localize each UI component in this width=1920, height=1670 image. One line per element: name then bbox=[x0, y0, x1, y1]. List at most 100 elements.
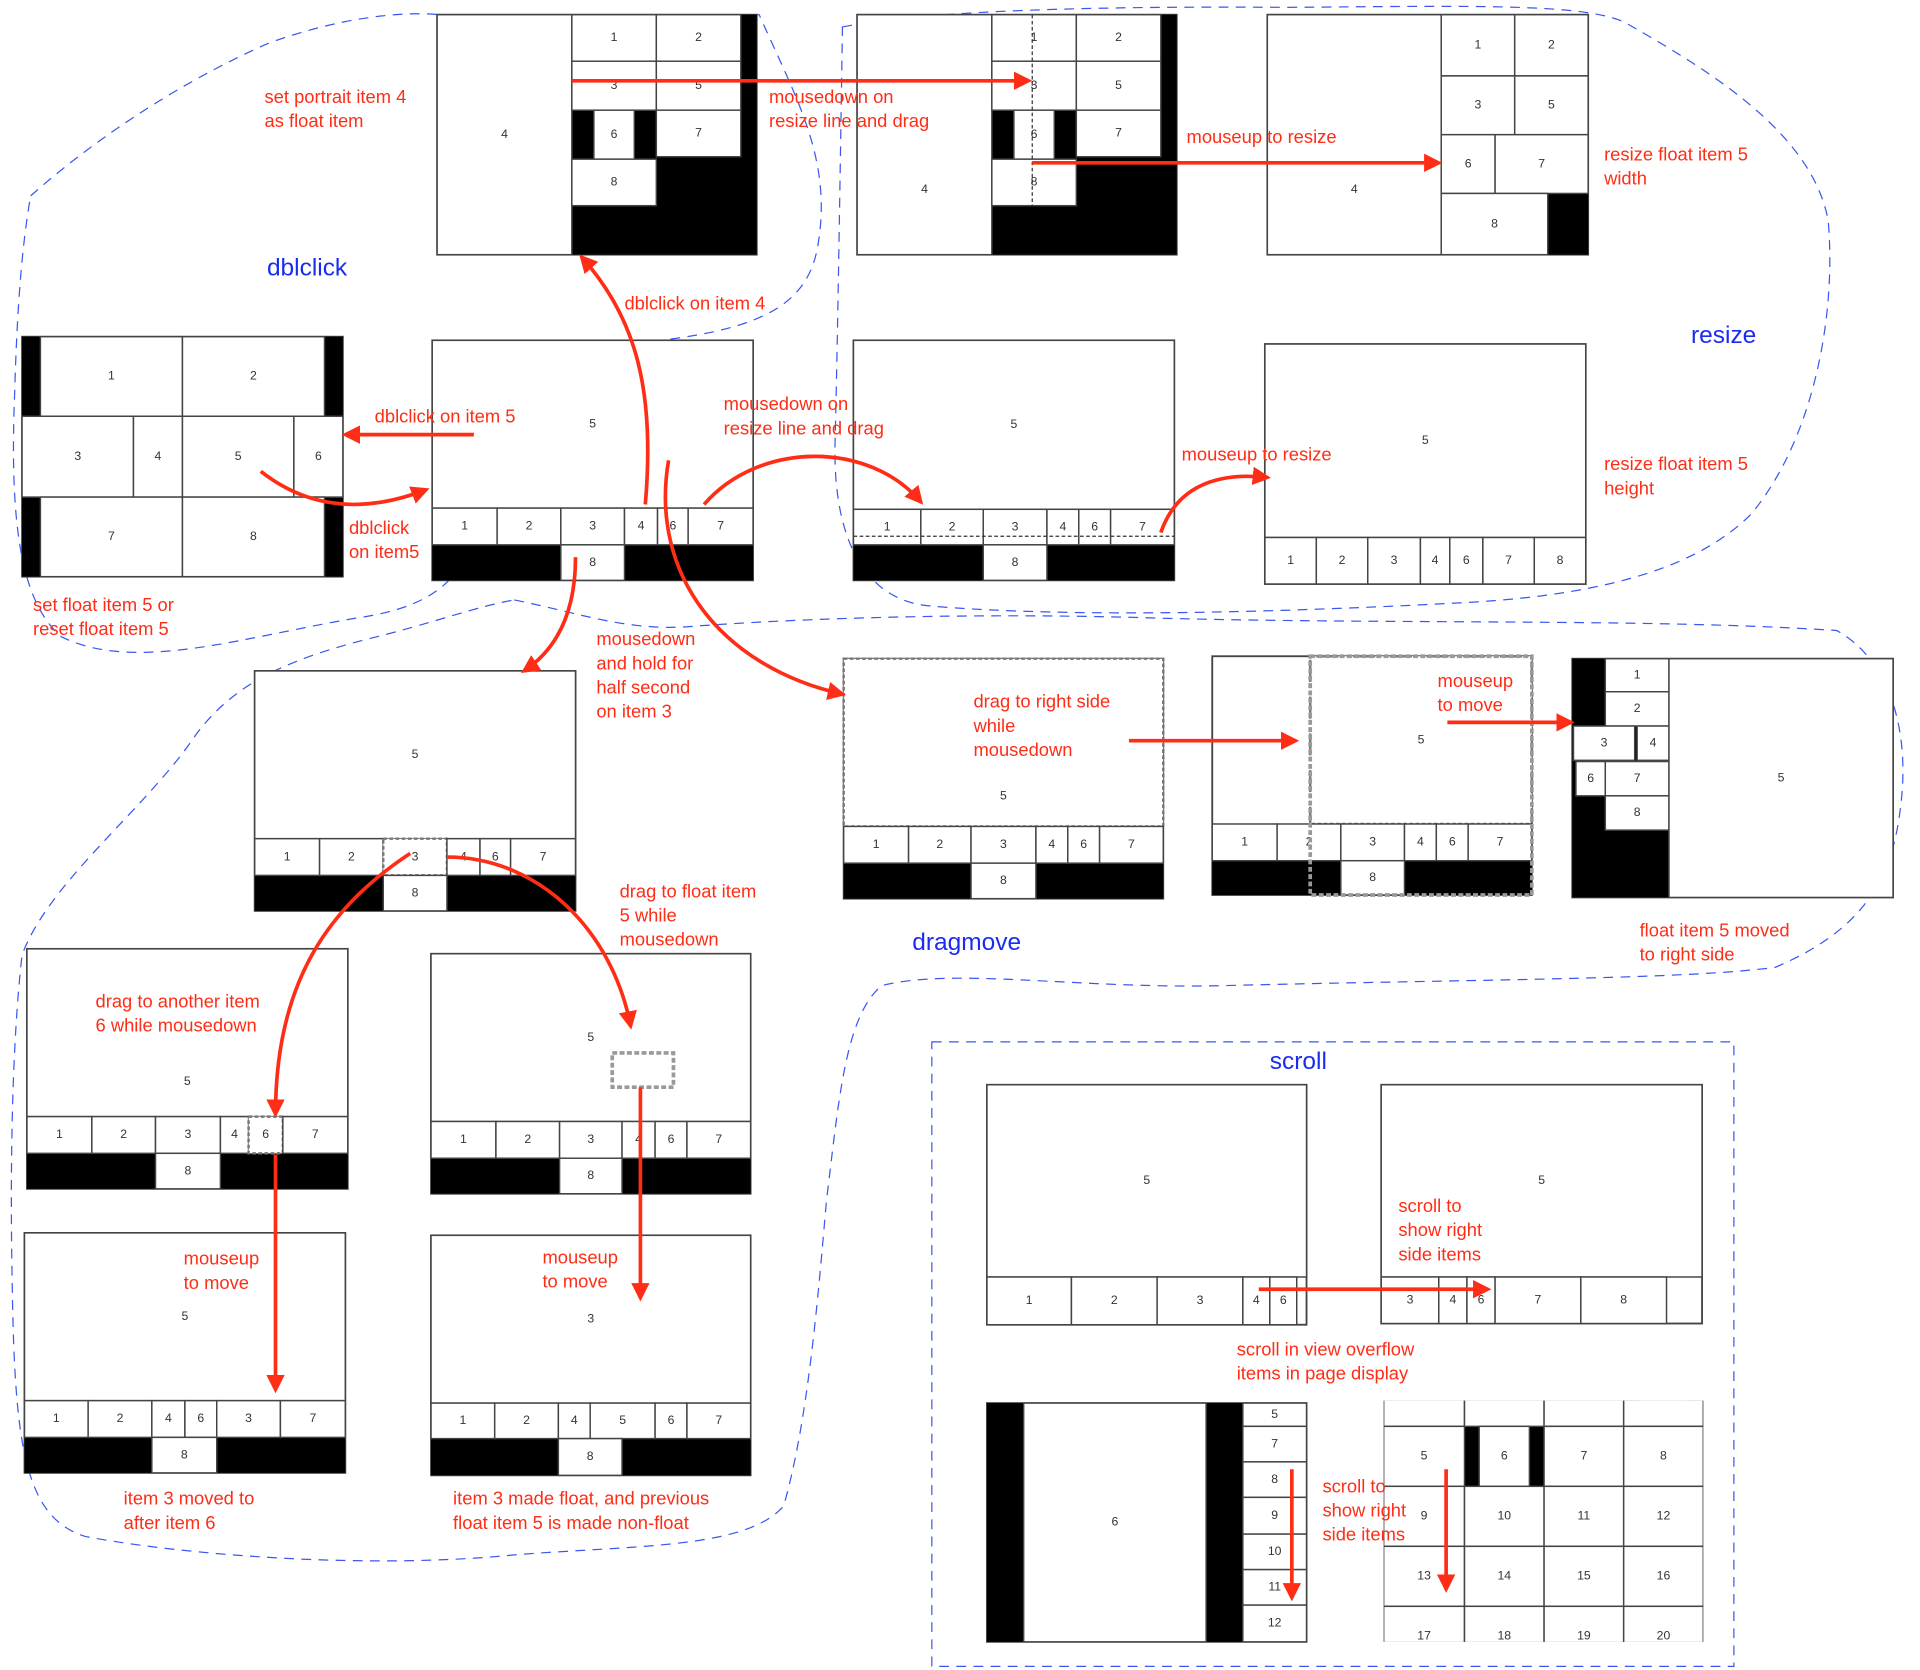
layout-item[interactable]: 7 bbox=[509, 837, 577, 877]
layout-item[interactable]: 4 bbox=[1266, 13, 1442, 256]
layout-item[interactable]: 3 bbox=[571, 60, 658, 111]
layout-item[interactable]: 3 bbox=[154, 1115, 222, 1155]
layout-item[interactable]: 6 bbox=[1575, 760, 1607, 797]
layout-item[interactable]: 1 bbox=[430, 1120, 497, 1159]
layout-item[interactable]: 1 bbox=[430, 1402, 496, 1440]
layout-item[interactable]: 3 bbox=[1543, 1366, 1625, 1428]
layout-item[interactable]: 6 bbox=[247, 1115, 285, 1155]
layout-item[interactable]: 2 bbox=[1604, 691, 1670, 727]
layout-item[interactable]: 5 bbox=[431, 339, 754, 509]
layout-item[interactable]: 8 bbox=[154, 1152, 222, 1190]
layout-item[interactable]: 1 bbox=[431, 507, 498, 546]
layout-item[interactable]: 13 bbox=[1383, 1545, 1466, 1608]
layout-item[interactable]: 5 bbox=[1383, 1425, 1466, 1488]
layout-item[interactable]: 5 bbox=[852, 339, 1176, 511]
layout-item[interactable]: 7 bbox=[1467, 823, 1533, 862]
layout-item[interactable]: 7 bbox=[1242, 1425, 1308, 1463]
layout-item[interactable]: 3 bbox=[1340, 823, 1406, 862]
layout-item[interactable]: 6 bbox=[1078, 508, 1112, 546]
layout-item[interactable]: 1 bbox=[1440, 13, 1516, 77]
layout-item[interactable]: 4 bbox=[1046, 508, 1080, 546]
layout-item[interactable]: 3 bbox=[982, 508, 1048, 546]
layout-item[interactable]: 19 bbox=[1543, 1605, 1625, 1666]
layout-item[interactable]: 5 bbox=[253, 670, 577, 840]
layout-item[interactable]: 6 bbox=[1478, 1425, 1531, 1488]
layout-item[interactable]: 5 bbox=[655, 60, 742, 111]
layout-item[interactable]: 8 bbox=[991, 158, 1078, 207]
layout-item[interactable]: 6 bbox=[1269, 1276, 1298, 1326]
layout-item[interactable]: 3 bbox=[1156, 1276, 1244, 1326]
layout-item[interactable]: 8 bbox=[1440, 192, 1549, 256]
layout-item[interactable]: 2 bbox=[907, 825, 972, 864]
layout-item[interactable]: 1 bbox=[986, 1276, 1073, 1326]
layout-item[interactable]: 8 bbox=[1242, 1461, 1308, 1499]
layout-item[interactable]: 8 bbox=[571, 158, 658, 207]
layout-item[interactable]: 4 bbox=[1438, 1276, 1468, 1325]
layout-item[interactable]: 8 bbox=[1533, 536, 1587, 585]
layout-item[interactable]: 7 bbox=[39, 496, 184, 578]
layout-item[interactable]: 4 bbox=[1403, 823, 1438, 862]
layout-item[interactable]: 6 bbox=[293, 415, 344, 498]
layout-item[interactable]: 5 bbox=[1513, 75, 1589, 136]
layout-item[interactable]: 5 bbox=[1380, 1084, 1703, 1278]
layout-item[interactable]: 6 bbox=[1466, 1276, 1496, 1325]
layout-item[interactable]: 16 bbox=[1622, 1545, 1704, 1608]
layout-item[interactable]: 8 bbox=[1580, 1276, 1668, 1325]
layout-item[interactable]: 5 bbox=[589, 1402, 656, 1440]
layout-item[interactable]: 6 bbox=[1435, 823, 1469, 862]
layout-item[interactable]: 2 bbox=[495, 1120, 561, 1159]
layout-item[interactable]: 2 bbox=[1513, 13, 1589, 77]
layout-item[interactable]: 4 bbox=[856, 13, 993, 256]
layout-item[interactable]: 7 bbox=[687, 507, 754, 546]
layout-item[interactable]: 12 bbox=[1622, 1485, 1704, 1548]
layout-item[interactable]: 7 bbox=[1482, 536, 1536, 585]
layout-item[interactable]: 8 bbox=[557, 1437, 623, 1477]
layout-item[interactable]: 7 bbox=[282, 1115, 349, 1155]
layout-item[interactable]: 1 bbox=[571, 13, 658, 62]
layout-item[interactable]: 7 bbox=[279, 1399, 347, 1439]
layout-item[interactable]: 2 bbox=[87, 1399, 153, 1439]
layout-item[interactable]: 3 bbox=[1380, 1276, 1440, 1325]
layout-item[interactable]: 5 bbox=[986, 1084, 1308, 1278]
layout-item[interactable]: 1 bbox=[991, 13, 1078, 62]
layout-item[interactable]: 2 bbox=[318, 837, 384, 877]
layout-item[interactable]: 6 bbox=[1067, 825, 1101, 864]
layout-item[interactable]: 5 bbox=[842, 657, 1165, 828]
layout-item[interactable]: 3 bbox=[1440, 75, 1516, 136]
layout-item[interactable]: 1 bbox=[842, 825, 910, 864]
layout-item[interactable]: 10 bbox=[1242, 1533, 1308, 1571]
layout-item[interactable]: 2 bbox=[181, 335, 326, 418]
layout-item[interactable]: 2 bbox=[1315, 536, 1369, 585]
layout-item[interactable]: 7 bbox=[686, 1120, 752, 1159]
layout-item[interactable]: 8 bbox=[982, 544, 1048, 582]
layout-item[interactable]: 3 bbox=[430, 1234, 752, 1404]
layout-item[interactable]: 2 bbox=[493, 1402, 560, 1440]
layout-item[interactable]: 8 bbox=[1340, 859, 1406, 896]
layout-item[interactable]: 4 bbox=[557, 1402, 591, 1440]
layout-item[interactable]: 3 bbox=[558, 1120, 623, 1159]
layout-item[interactable]: 7 bbox=[1098, 825, 1165, 864]
layout-item[interactable]: 18 bbox=[1463, 1605, 1545, 1666]
layout-item[interactable]: 4 bbox=[436, 13, 573, 256]
layout-item[interactable]: 3 bbox=[21, 415, 135, 498]
layout-item[interactable]: 2 bbox=[91, 1115, 157, 1155]
layout-item[interactable]: 5 bbox=[1242, 1402, 1308, 1428]
layout-item[interactable]: 17 bbox=[1383, 1605, 1466, 1666]
layout-item[interactable]: 3 bbox=[560, 507, 626, 546]
layout-item[interactable]: 1 bbox=[1604, 657, 1670, 693]
layout-item[interactable]: 8 bbox=[151, 1436, 218, 1474]
layout-item[interactable]: 6 bbox=[654, 1120, 688, 1159]
layout-item[interactable]: 6 bbox=[593, 109, 636, 160]
layout-item[interactable]: 5 bbox=[26, 948, 349, 1118]
layout-item[interactable]: 4 bbox=[1035, 825, 1069, 864]
layout-item[interactable]: 5 bbox=[1075, 60, 1162, 111]
layout-item[interactable]: 8 bbox=[970, 862, 1037, 900]
layout-item[interactable]: 6 bbox=[1440, 133, 1496, 195]
layout-item[interactable]: 10 bbox=[1463, 1485, 1545, 1548]
layout-item[interactable]: 4 bbox=[151, 1399, 186, 1439]
layout-item[interactable]: 8 bbox=[560, 544, 626, 582]
layout-item[interactable]: 1 bbox=[1211, 823, 1278, 862]
layout-item[interactable]: 5 bbox=[1264, 343, 1587, 539]
layout-item[interactable]: 7 bbox=[686, 1402, 752, 1440]
layout-item[interactable]: 4 bbox=[1636, 725, 1670, 762]
